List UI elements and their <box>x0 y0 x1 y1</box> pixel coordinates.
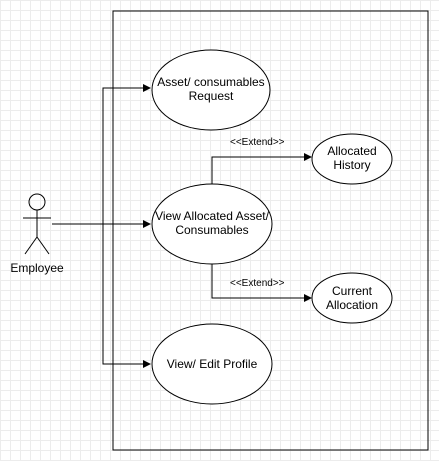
use-case-view-allocated-ellipse <box>151 183 273 265</box>
extend-line-history <box>211 153 312 184</box>
extend-line-current <box>211 264 312 302</box>
extend-label-current: <<Extend>> <box>230 278 285 289</box>
association-to-request <box>52 84 151 225</box>
extend-label-history: <<Extend>> <box>230 137 285 148</box>
actor-stick-figure <box>23 193 51 255</box>
use-case-current-allocation-ellipse <box>311 272 393 324</box>
system-boundary <box>112 10 429 451</box>
extend-lines <box>211 153 312 302</box>
use-case-allocated-history-ellipse <box>311 133 393 185</box>
use-case-edit-profile-ellipse <box>151 323 273 405</box>
association-to-edit-profile <box>102 224 151 368</box>
use-case-request-ellipse <box>151 49 271 131</box>
association-lines <box>52 84 151 368</box>
